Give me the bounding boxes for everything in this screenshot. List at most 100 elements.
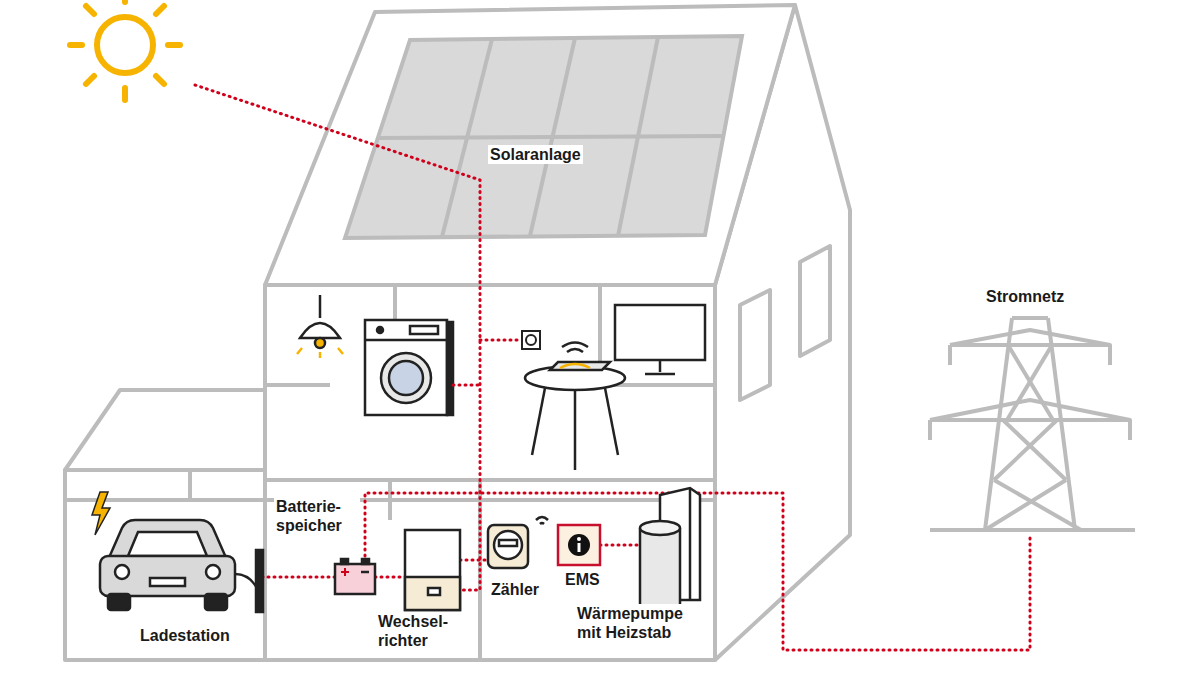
table-tablet	[532, 388, 545, 455]
sun	[156, 76, 164, 84]
lamp	[319, 352, 322, 358]
solar-panels	[618, 37, 658, 236]
lamp	[297, 348, 302, 354]
solar-panels	[345, 36, 742, 238]
power-tower	[948, 345, 952, 365]
power-tower	[994, 480, 1081, 530]
table-tablet	[525, 343, 625, 471]
car	[100, 520, 263, 612]
power-tower	[950, 330, 1110, 345]
solar-panels	[345, 36, 742, 238]
meter	[488, 525, 528, 568]
inverter-label: Wechsel- richter	[376, 612, 456, 650]
battery	[335, 559, 375, 594]
tv	[615, 305, 705, 374]
sun	[156, 6, 164, 14]
lamp	[338, 348, 343, 354]
annex	[188, 470, 192, 500]
table-tablet	[560, 364, 590, 368]
grid-label: Stromnetz	[984, 287, 1066, 306]
annex	[65, 470, 265, 660]
sun	[86, 76, 94, 84]
lamp	[315, 338, 325, 348]
meter-label: Zähler	[489, 580, 541, 599]
car	[115, 565, 129, 579]
washing-machine	[365, 320, 453, 415]
solar-label: Solaranlage	[488, 145, 583, 164]
ems-box	[578, 543, 581, 552]
ems-box	[558, 525, 600, 565]
ems-box	[577, 537, 581, 541]
battery	[335, 564, 375, 594]
socket	[522, 331, 540, 349]
sun	[70, 0, 180, 100]
heat-pump	[640, 521, 680, 535]
car	[100, 556, 235, 596]
inverter	[405, 530, 460, 610]
inverter	[405, 530, 460, 610]
battery-label: Batterie- speicher	[274, 497, 360, 535]
power-tower	[1012, 316, 1048, 320]
sun	[86, 6, 94, 14]
washing-machine	[365, 339, 447, 342]
power-tower	[985, 480, 1066, 530]
house	[265, 5, 850, 660]
car	[205, 594, 227, 610]
lamp	[297, 348, 343, 358]
table-tablet	[550, 362, 610, 370]
wires	[600, 544, 640, 547]
car	[256, 550, 263, 612]
power-tower	[930, 318, 1135, 530]
tv	[659, 360, 662, 372]
house	[740, 290, 770, 400]
battery	[344, 568, 346, 576]
ems-box	[568, 534, 590, 556]
table-tablet	[574, 390, 577, 470]
car	[235, 574, 258, 590]
house	[265, 478, 715, 482]
meter	[536, 517, 548, 524]
sun	[97, 17, 153, 73]
house	[800, 246, 830, 356]
sun	[70, 42, 82, 48]
inverter	[405, 577, 460, 610]
sun	[168, 42, 180, 48]
battery	[362, 559, 369, 564]
house	[265, 285, 715, 660]
power-tower	[1108, 345, 1112, 365]
lightning	[92, 492, 110, 535]
car	[128, 532, 207, 556]
power-tower	[1008, 345, 1053, 420]
car	[108, 594, 130, 610]
lamp	[297, 295, 343, 358]
ems-label: EMS	[563, 570, 602, 589]
wires	[453, 384, 480, 387]
power-tower	[930, 400, 1130, 420]
power-tower	[928, 420, 932, 440]
washing-machine	[389, 361, 423, 395]
socket	[526, 335, 536, 345]
tv	[645, 373, 675, 376]
solar-panels	[442, 39, 492, 237]
annex	[65, 498, 265, 502]
battery	[341, 559, 348, 564]
lamp	[319, 295, 322, 318]
washing-machine	[381, 353, 431, 403]
washing-machine	[365, 320, 447, 415]
heatpump-label: Wärmepumpe mit Heizstab	[575, 604, 697, 642]
sun	[122, 88, 128, 100]
wires	[480, 339, 520, 342]
house	[265, 5, 795, 285]
solar-panels	[530, 38, 575, 236]
table-tablet	[562, 343, 588, 353]
wires	[460, 559, 488, 562]
meter	[499, 540, 517, 546]
power-tower	[1128, 420, 1132, 440]
tv	[615, 305, 705, 360]
sun	[122, 0, 128, 2]
power-tower	[1007, 345, 1052, 420]
car	[206, 565, 220, 579]
house	[388, 480, 392, 520]
meter	[488, 517, 548, 568]
wires	[375, 576, 405, 579]
